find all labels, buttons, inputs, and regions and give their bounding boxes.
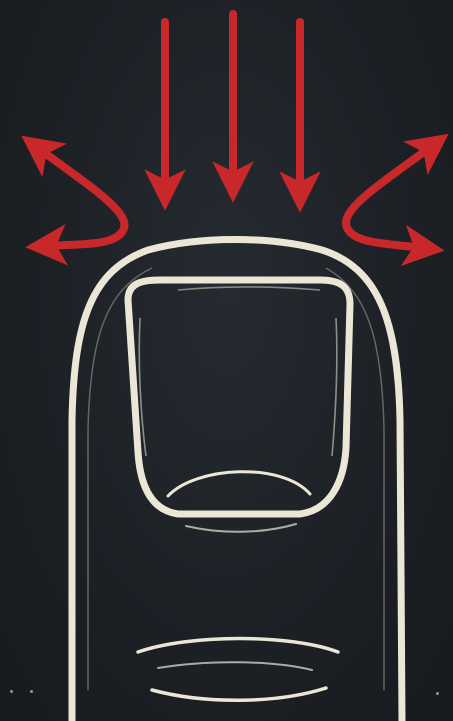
knuckle-creases — [138, 639, 338, 701]
curved-arrow-left — [38, 148, 124, 246]
corner-speck-left — [10, 690, 13, 693]
nail-top-sketch — [178, 287, 320, 290]
nail-inner-right-sketch — [332, 318, 337, 456]
crease-3 — [152, 688, 326, 700]
crease-1 — [138, 639, 338, 653]
nail-outline — [128, 280, 350, 514]
crease-2 — [158, 662, 312, 670]
fingernail — [128, 280, 350, 532]
nail-lunula — [168, 472, 310, 496]
corner-speck-right — [436, 692, 439, 695]
curved-arrow-right — [346, 146, 432, 248]
corner-speck-left-2 — [30, 690, 33, 693]
cuticle-line — [186, 524, 296, 532]
finger-outline-inner-sketch-right — [326, 268, 384, 690]
downward-arrows — [165, 14, 300, 192]
